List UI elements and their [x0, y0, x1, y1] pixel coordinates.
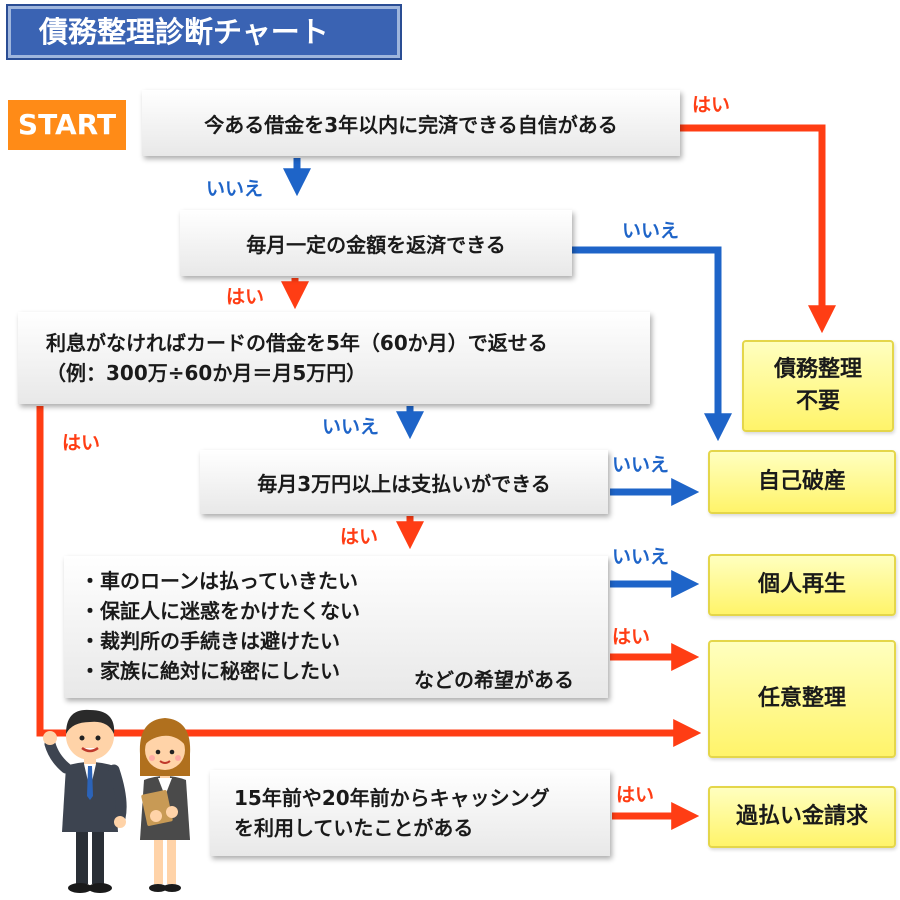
result-text: 債務整理	[773, 357, 862, 382]
question-box-q2: 毎月一定の金額を返済できる	[180, 210, 572, 276]
question-text: 今ある借金を3年以内に完済できる自信がある	[204, 112, 618, 137]
result-box-hasan: 自己破産	[708, 450, 896, 514]
wish-suffix: などの希望がある	[414, 668, 574, 692]
label-no: いいえ	[206, 178, 264, 200]
result-text: 個人再生	[757, 572, 846, 597]
arrow-q2-no	[572, 246, 732, 442]
result-box-fuyou: 債務整理 不要	[742, 340, 894, 432]
question-text: 毎月3万円以上は支払いができる	[257, 471, 551, 496]
question-text: 15年前や20年前からキャッシング	[234, 786, 550, 810]
result-text: 過払い金請求	[735, 804, 868, 829]
question-text: 毎月一定の金額を返済できる	[246, 232, 506, 257]
label-no: いいえ	[612, 454, 670, 476]
question-text: を利用していたことがある	[234, 816, 474, 840]
question-box-q4: 毎月3万円以上は支払いができる	[200, 450, 608, 514]
label-yes: はい	[616, 784, 655, 806]
question-box-q6: 15年前や20年前からキャッシング を利用していたことがある	[210, 770, 610, 856]
label-no: いいえ	[612, 546, 670, 568]
wish-list: ・車のローンは払っていきたい ・保証人に迷惑をかけたくない ・裁判所の手続きは避…	[80, 566, 360, 686]
label-yes: はい	[62, 432, 101, 454]
businessman-figure	[43, 709, 127, 893]
label-no: いいえ	[322, 416, 380, 438]
question-example: （例：300万÷60か月＝月5万円）	[46, 361, 367, 385]
result-text: 自己破産	[757, 469, 846, 494]
question-text: 利息がなければカードの借金を5年（60か月）で返せる	[46, 331, 548, 355]
result-text: 任意整理	[757, 686, 846, 711]
wish-item: ・保証人に迷惑をかけたくない	[80, 599, 360, 623]
label-no: いいえ	[622, 220, 680, 242]
label-yes: はい	[340, 526, 379, 548]
page-title: 債務整理診断チャート	[6, 4, 402, 60]
arrow-q1-yes	[680, 124, 836, 334]
question-box-q5: ・車のローンは払っていきたい ・保証人に迷惑をかけたくない ・裁判所の手続きは避…	[64, 556, 608, 698]
wish-item: ・裁判所の手続きは避けたい	[80, 629, 340, 653]
question-box-q3: 利息がなければカードの借金を5年（60か月）で返せる （例：300万÷60か月＝…	[18, 312, 650, 404]
wish-item: ・家族に絶対に秘密にしたい	[80, 659, 340, 683]
label-yes: はい	[692, 94, 731, 116]
result-box-kabarai: 過払い金請求	[708, 786, 896, 848]
wish-item: ・車のローンは払っていきたい	[80, 569, 358, 593]
arrow-q3-yes	[36, 406, 702, 747]
business-people-illustration	[43, 709, 191, 893]
businesswoman-figure	[139, 718, 191, 892]
result-box-nini: 任意整理	[708, 640, 896, 758]
result-text: 不要	[795, 389, 840, 414]
question-box-q1: 今ある借金を3年以内に完済できる自信がある	[142, 90, 680, 156]
result-box-saisei: 個人再生	[708, 554, 896, 616]
label-yes: はい	[226, 286, 265, 308]
label-yes: はい	[612, 626, 651, 648]
start-badge: START	[8, 100, 126, 150]
